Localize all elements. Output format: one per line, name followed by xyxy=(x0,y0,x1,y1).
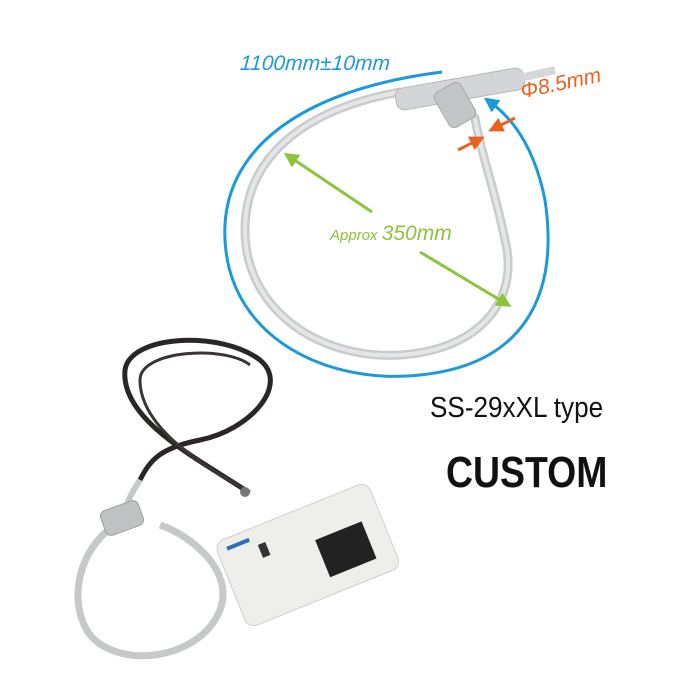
length-arc xyxy=(223,70,550,378)
black-cable xyxy=(122,337,273,493)
current-probe-unit xyxy=(216,483,399,627)
model-name: SS-29xXL type xyxy=(430,392,604,424)
loop-size-label: Approx 350mm xyxy=(330,222,452,246)
loop-size-prefix: Approx xyxy=(330,227,378,244)
variant-label: CUSTOM xyxy=(446,448,608,497)
cable-length-label: 1100mm±10mm xyxy=(239,52,391,75)
loop-size-value: 350mm xyxy=(381,222,452,245)
small-probe-loop xyxy=(74,516,227,660)
